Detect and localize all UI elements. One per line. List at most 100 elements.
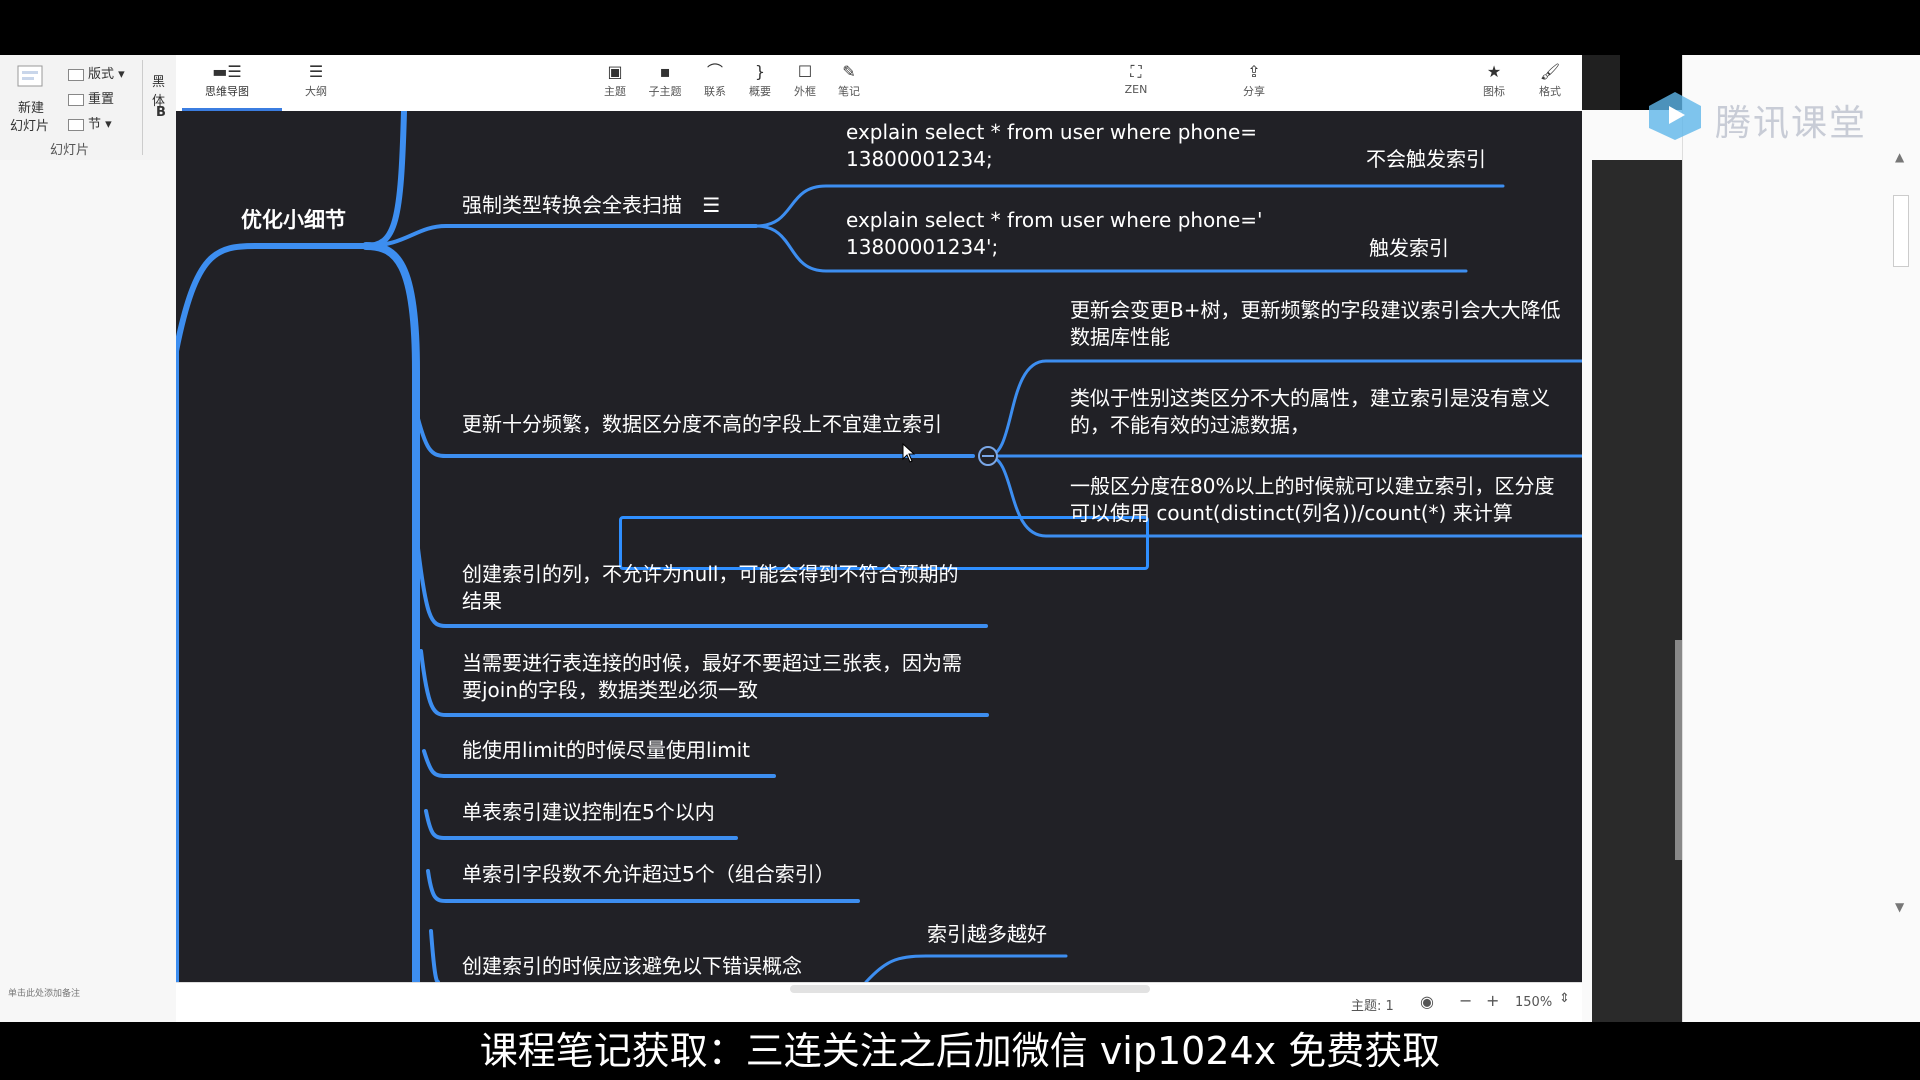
item-use-limit[interactable]: 能使用limit的时候尽量使用limit: [462, 738, 750, 762]
spine-up: [363, 111, 407, 249]
section-label: 节: [88, 117, 102, 132]
new-slide-label[interactable]: 新建: [18, 101, 45, 116]
branch1-child1-line2: 13800001234;: [846, 147, 993, 171]
branch2-child1[interactable]: 更新会变更B+树，更新频繁的字段建议索引会大大降低 数据库性能: [1070, 297, 1560, 351]
boundary-button[interactable]: ☐ 外框: [780, 61, 830, 99]
ppt-right-area: ▲ ▼: [1682, 55, 1920, 1022]
summary-label: 概要: [749, 85, 771, 98]
topic-button[interactable]: ▣ 主题: [590, 61, 640, 99]
branch1-child2-line2: 13800001234';: [846, 235, 999, 259]
selected-topic-frame[interactable]: [619, 516, 1149, 570]
item-wrong-concepts[interactable]: 创建索引的时候应该避免以下错误概念: [462, 954, 802, 978]
branch2-child2[interactable]: 类似于性别这类区分不大的属性，建立索引是没有意义 的，不能有效的过滤数据，: [1070, 385, 1550, 439]
item-index-fields[interactable]: 单索引字段数不允许超过5个（组合索引）: [462, 862, 835, 886]
zen-label: ZEN: [1124, 83, 1148, 96]
vertical-scrollbar[interactable]: [1675, 640, 1682, 860]
tab-mindmap[interactable]: ▬☰ 思维导图: [202, 61, 252, 99]
topic-icon: ▣: [607, 62, 623, 81]
zoom-level[interactable]: 150%: [1515, 995, 1553, 1010]
scroll-down-icon[interactable]: ▼: [1895, 900, 1905, 914]
item6-line: [429, 929, 440, 982]
tab-outline-label: 大纲: [305, 85, 327, 98]
font-name-fragment[interactable]: 黑体: [152, 75, 166, 109]
tab-mindmap-label: 思维导图: [205, 85, 249, 98]
bold-button[interactable]: B: [156, 105, 166, 120]
active-tab-indicator: [182, 108, 282, 111]
notes-hint[interactable]: 单击此处添加备注: [8, 989, 81, 999]
branch1-line: [364, 224, 758, 248]
branch2-child1-line1: 更新会变更B+树，更新频繁的字段建议索引会大大降低: [1070, 298, 1561, 322]
branch1-label: 强制类型转换会全表扫描: [462, 193, 682, 217]
new-slide-icon[interactable]: [14, 63, 54, 93]
item-table-join[interactable]: 当需要进行表连接的时候，最好不要超过三张表，因为需 要join的字段，数据类型必…: [462, 650, 962, 704]
summary-icon: }: [754, 62, 766, 81]
section-button[interactable]: 节 ▾: [68, 113, 112, 132]
ppt-slide-pane: 单击此处添加备注: [0, 160, 176, 1022]
branch1-child1-note[interactable]: 不会触发索引: [1366, 147, 1486, 171]
mindmap-canvas[interactable]: 优化小细节 强制类型转换会全表扫描 ☰ explain select * fro…: [176, 111, 1582, 982]
share-icon: ⇪: [1247, 62, 1261, 81]
topic-label: 主题: [604, 85, 626, 98]
right-dark-strip: [1582, 55, 1620, 110]
tab-outline[interactable]: ☰ 大纲: [291, 61, 341, 99]
relationship-label: 联系: [704, 85, 726, 98]
branch2-child3[interactable]: 一般区分度在80%以上的时候就可以建立索引，区分度 可以使用 count(dis…: [1070, 473, 1554, 527]
mindmap-connectors: [176, 111, 1582, 982]
branch2-child2-line1: 类似于性别这类区分不大的属性，建立索引是没有意义: [1070, 386, 1550, 410]
reset-button[interactable]: 重置: [68, 88, 114, 107]
branch1-child2-note[interactable]: 触发索引: [1369, 236, 1449, 260]
branch2-child1-line: [986, 359, 1582, 458]
layout-button[interactable]: 版式 ▾: [68, 63, 125, 82]
video-top-bar: [0, 0, 1920, 55]
note-label: 笔记: [838, 85, 860, 98]
horizontal-scrollbar[interactable]: [790, 985, 1150, 993]
item-index-count[interactable]: 单表索引建议控制在5个以内: [462, 800, 715, 824]
section-icon: [68, 118, 84, 131]
share-button[interactable]: ⇪ 分享: [1229, 61, 1279, 99]
star-icon: ★: [1486, 62, 1502, 81]
zoom-in-button[interactable]: +: [1486, 991, 1500, 1010]
boundary-icon: ☐: [797, 62, 813, 81]
eye-icon[interactable]: ◉: [1420, 992, 1434, 1011]
zen-button[interactable]: ⛶ ZEN: [1111, 61, 1161, 96]
watermark: 腾讯课堂: [1645, 90, 1920, 144]
brush-icon: 🖌: [1539, 62, 1561, 81]
relationship-button[interactable]: ⌒ 联系: [690, 61, 740, 99]
mindmap-icon: ▬☰: [212, 62, 242, 81]
mindmap-toolbar: ▬☰ 思维导图 ☰ 大纲 ▣ 主题 ▪ 子主题 ⌒ 联系 } 概要 ☐ 外框 ✎…: [176, 55, 1582, 112]
layout-icon: [68, 68, 84, 81]
summary-button[interactable]: } 概要: [735, 61, 785, 99]
last-child-topic[interactable]: 索引越多越好: [927, 922, 1047, 946]
item2-line: [419, 649, 989, 717]
item4-line: [424, 809, 738, 840]
note-button[interactable]: ✎ 笔记: [824, 61, 874, 99]
icons-button[interactable]: ★ 图标: [1469, 61, 1519, 99]
branch2-topic[interactable]: 更新十分频繁，数据区分度不高的字段上不宜建立索引: [462, 412, 942, 436]
branch2-child3-line1: 一般区分度在80%以上的时候就可以建立索引，区分度: [1070, 474, 1555, 498]
branch1-child2[interactable]: explain select * from user where phone='…: [846, 207, 1263, 261]
scroll-up-icon[interactable]: ▲: [1895, 150, 1905, 164]
spine-down: [362, 242, 420, 982]
note-indicator-icon[interactable]: ☰: [702, 193, 721, 217]
root-topic[interactable]: 优化小细节: [241, 208, 346, 232]
item2-line2: 要join的字段，数据类型必须一致: [462, 678, 759, 702]
branch1-topic[interactable]: 强制类型转换会全表扫描 ☰: [462, 192, 720, 219]
branch1-child2-line1: explain select * from user where phone=': [846, 208, 1263, 232]
ppt-vertical-scroll-thumb[interactable]: [1893, 195, 1909, 267]
new-slide-label-2[interactable]: 幻灯片: [10, 119, 50, 134]
zoom-out-button[interactable]: −: [1459, 991, 1473, 1010]
right-dark-panel: [1592, 160, 1682, 1022]
tencent-classroom-logo-icon: [1649, 92, 1701, 140]
branch1-child1[interactable]: explain select * from user where phone= …: [846, 119, 1257, 173]
branch2-child2-line2: 的，不能有效的过滤数据，: [1070, 413, 1310, 437]
ppt-ribbon: 新建 幻灯片 版式 ▾ 重置 节 ▾ 幻灯片 黑体 B: [0, 55, 176, 161]
subtopic-button[interactable]: ▪ 子主题: [640, 61, 690, 99]
branch2-line: [414, 409, 975, 458]
item5-line: [426, 869, 860, 903]
outline-icon: ☰: [308, 62, 324, 81]
format-button[interactable]: 🖌 格式: [1525, 61, 1575, 99]
item-null-column[interactable]: 创建索引的列，不允许为null，可能会得到不符合预期的 结果: [462, 561, 958, 615]
zoom-stepper-icon[interactable]: ⇕: [1559, 991, 1570, 1006]
reset-label: 重置: [88, 92, 115, 107]
branch2-child1-line2: 数据库性能: [1070, 325, 1170, 349]
